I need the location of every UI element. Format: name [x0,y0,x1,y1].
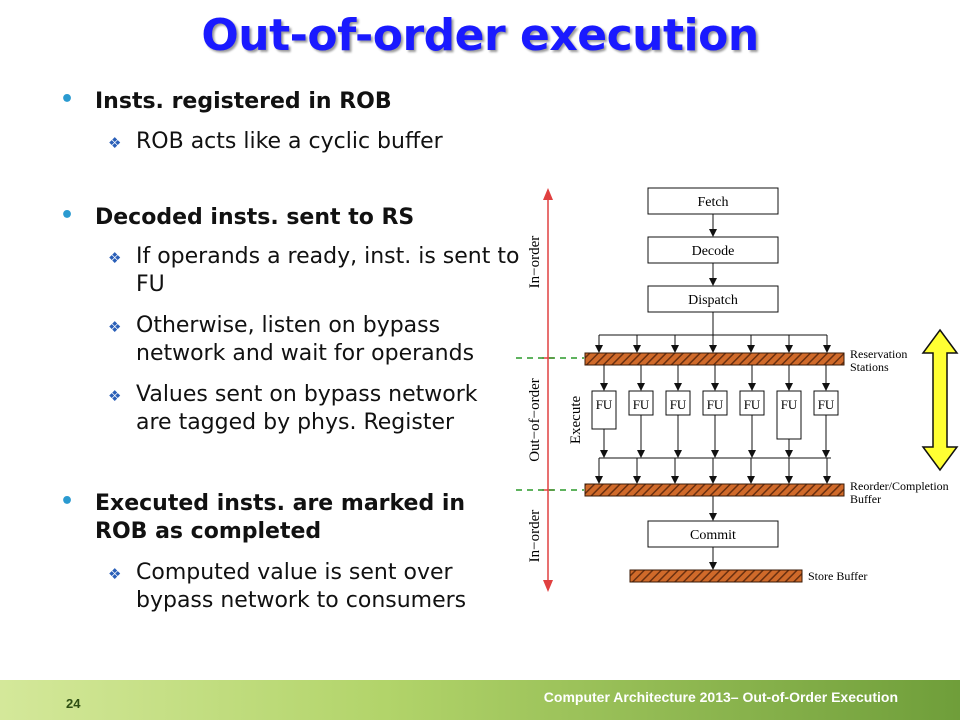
decode-label: Decode [692,244,735,259]
bullet-group-3: • Executed insts. are marked in ROB as co… [60,489,520,615]
fetch-label: Fetch [697,195,728,210]
slide-title: Out-of-order execution [201,10,759,61]
diamond-bullet-icon: ❖ [108,134,122,152]
down-arrow-icon [543,580,553,592]
decode-stage: Decode [647,236,779,264]
fu-label: FU [670,397,687,412]
fu-array: FU FU FU FU FU FU FU [591,365,839,458]
bullet-group-2: • Decoded insts. sent to RS ❖ If operands … [60,203,520,437]
bullet-dot-icon: • [60,87,75,112]
result-to-rob-arrows [595,458,831,484]
store-buffer-bar [629,569,803,583]
execute-label: Execute [568,396,584,445]
decode-box [647,236,779,264]
up-arrow-icon [543,188,553,200]
fetch-box [647,187,779,215]
bullet-dot-icon: • [60,203,75,228]
diamond-bullet-icon: ❖ [108,249,122,267]
fetch-stage: Fetch [647,187,779,215]
fu-label: FU [781,397,798,412]
sub-bullet-2-3: ❖ Values sent on bypass network are tagge… [60,381,520,437]
fu-label: FU [707,397,724,412]
store-buffer-label: Store Buffer [808,569,867,583]
bullet-1: • Insts. registered in ROB [60,87,520,116]
fu-label: FU [744,397,761,412]
fu-label: FU [633,397,650,412]
page-number: 24 [66,696,81,711]
dispatch-label: Dispatch [688,293,738,308]
sub-bullet-2-1-text: If operands a ready, inst. is sent to FU [136,244,520,297]
bullet-3: • Executed insts. are marked in ROB as co… [60,489,520,546]
commit-stage: Commit [647,520,779,548]
reorder-buffer-label: Reorder/Completion Buffer [850,479,952,506]
sub-bullet-2-2-text: Otherwise, listen on bypass network and … [136,313,475,366]
pipeline-diagram: In−order Out−of−order In−order Execute F… [516,187,959,592]
bullet-3-text: Executed insts. are marked in ROB as com… [95,491,466,544]
fu-box [591,390,617,430]
reorder-label-line1: Reorder/Completion [850,479,949,493]
diamond-bullet-icon: ❖ [108,318,122,336]
bullet-2: • Decoded insts. sent to RS [60,203,520,232]
reorder-buffer-bar [584,483,845,497]
commit-label: Commit [690,528,736,543]
sub-bullet-3-1: ❖ Computed value is sent over bypass netw… [60,559,520,615]
in-order-top-label: In−order [527,236,543,289]
reorder-label-line2: Buffer [850,492,881,506]
out-of-order-label: Out−of−order [527,378,543,462]
sub-bullet-3-1-text: Computed value is sent over bypass netwo… [136,560,467,613]
fu-label: FU [596,397,613,412]
fu-label: FU [818,397,835,412]
dispatch-box [647,285,779,313]
reservation-label-line2: Stations [850,360,889,374]
order-scale: In−order Out−of−order In−order Execute [527,188,584,592]
bullet-dot-icon: • [60,489,75,514]
footer-bar: 24 Computer Architecture 2013– Out-of-Or… [0,680,960,720]
fu-box [739,390,765,416]
bullet-1-text: Insts. registered in ROB [95,89,392,114]
dispatch-fanout-arrows [595,335,831,353]
sub-bullet-1-1-text: ROB acts like a cyclic buffer [136,129,443,154]
bullet-group-1: • Insts. registered in ROB ❖ ROB acts like… [60,87,520,156]
sub-bullet-2-3-text: Values sent on bypass network are tagged… [136,382,478,435]
sub-bullet-1-1: ❖ ROB acts like a cyclic buffer [60,128,520,156]
dispatch-stage: Dispatch [647,285,779,313]
fu-box [628,390,654,416]
reservation-stations-bar [584,352,845,366]
sub-bullet-2-1: ❖ If operands a ready, inst. is sent to F… [60,243,520,299]
diamond-bullet-icon: ❖ [108,387,122,405]
reservation-stations-label: Reservation Stations [850,347,910,374]
fu-box [813,390,839,416]
reservation-label-line1: Reservation [850,347,907,361]
in-order-bottom-label: In−order [527,510,543,563]
sub-bullet-2-2: ❖ Otherwise, listen on bypass network and… [60,312,520,368]
bullet-2-text: Decoded insts. sent to RS [95,205,415,230]
footer-course-title: Computer Architecture 2013– Out-of-Order… [543,689,898,705]
double-arrow-icon [921,328,959,472]
diamond-bullet-icon: ❖ [108,565,122,583]
